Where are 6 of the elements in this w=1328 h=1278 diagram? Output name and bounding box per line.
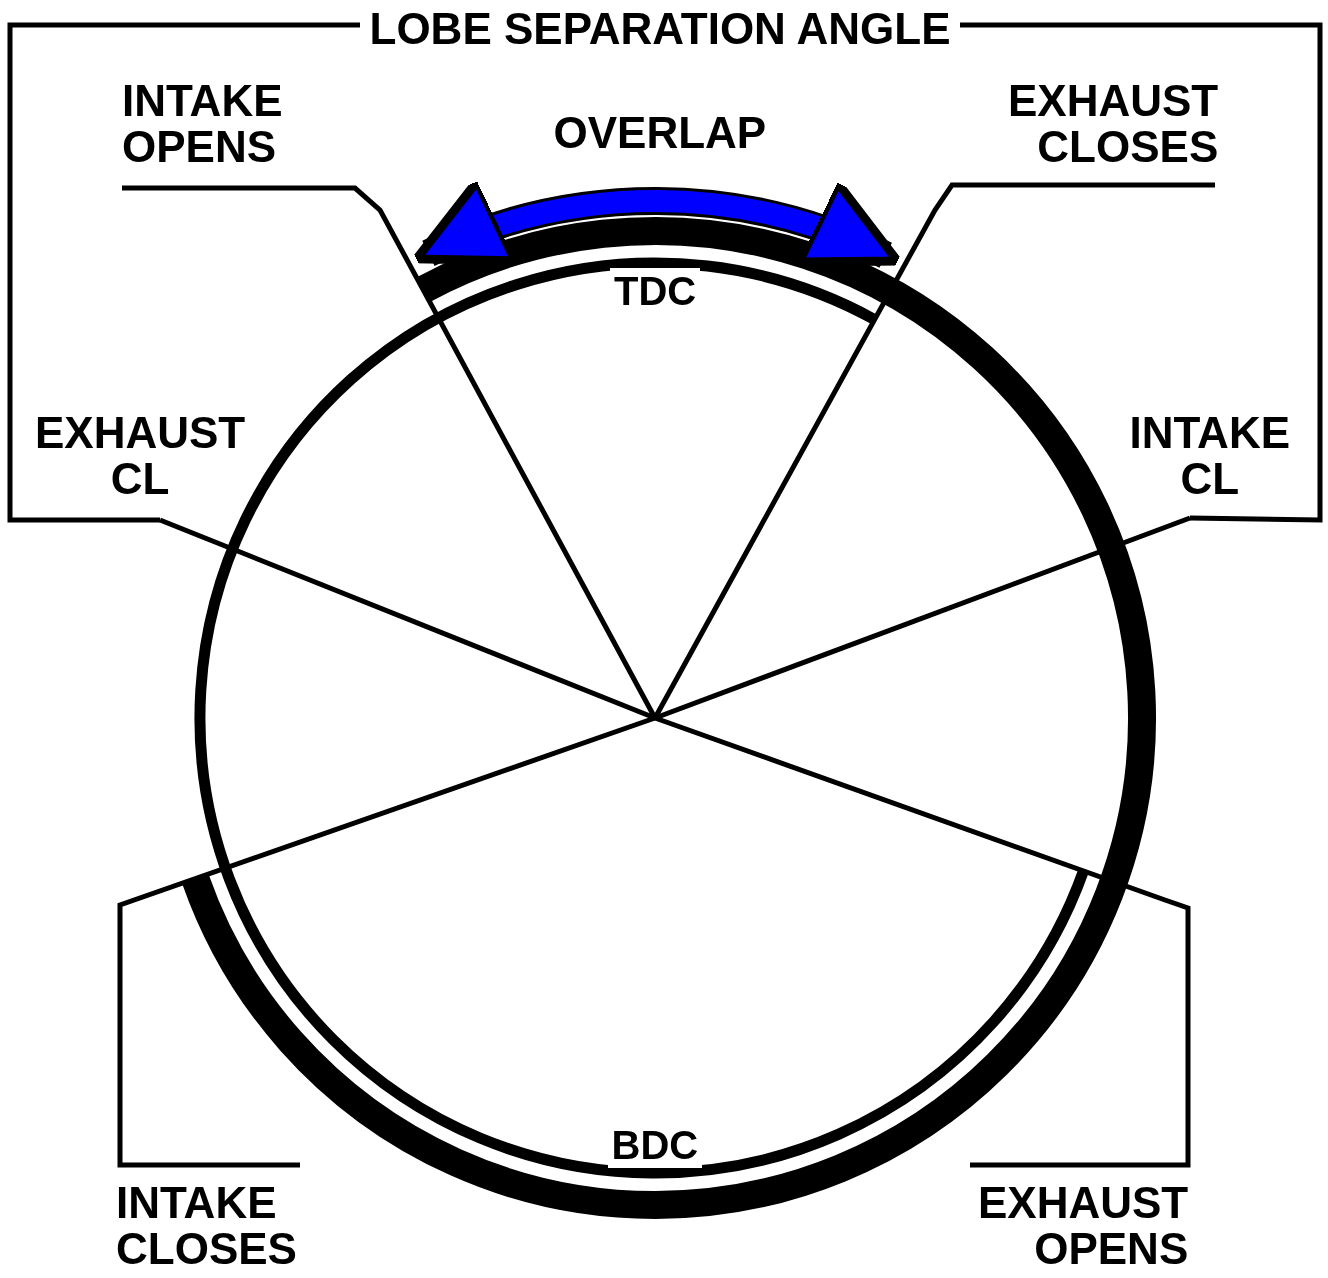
event-label: EXHAUST CLOSES — [1008, 78, 1219, 170]
event-label: INTAKE CLOSES — [116, 1180, 297, 1272]
event-label: INTAKE CL — [1129, 410, 1290, 502]
event-label: EXHAUST CL — [35, 410, 246, 502]
event-label: EXHAUST OPENS — [978, 1180, 1189, 1272]
event-label: INTAKE OPENS — [122, 78, 283, 170]
